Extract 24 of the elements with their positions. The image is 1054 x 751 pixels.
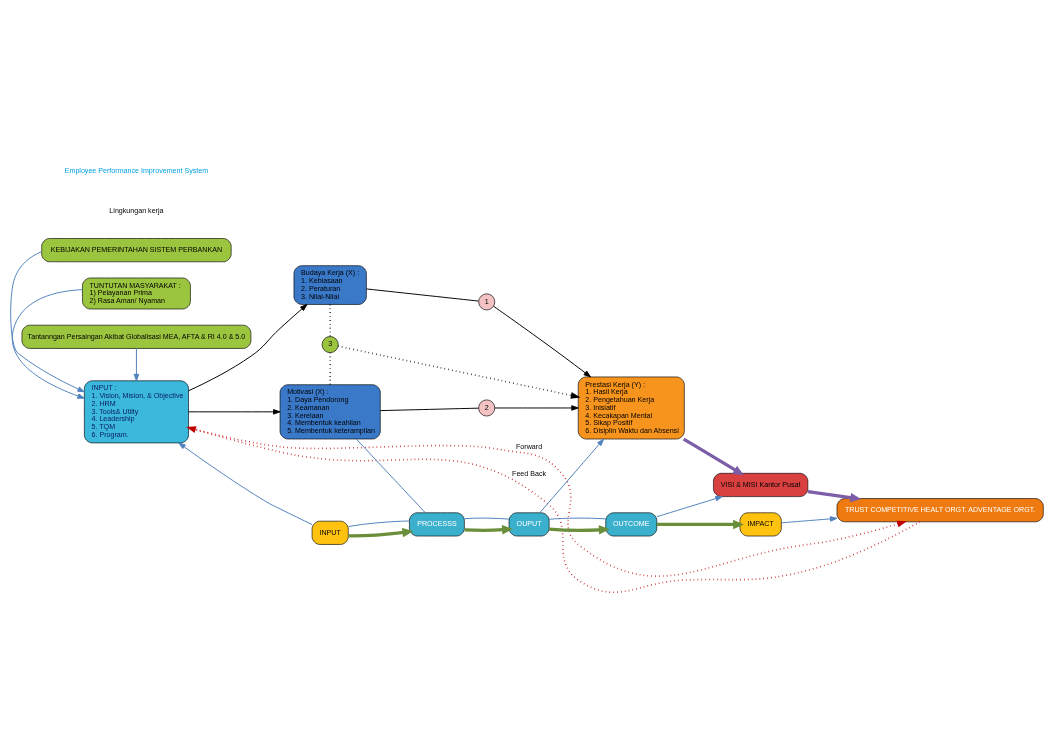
arrow bbox=[539, 438, 605, 513]
arrow bbox=[780, 515, 838, 523]
arrow bbox=[348, 527, 414, 537]
arrow bbox=[10, 250, 85, 392]
arrow bbox=[464, 524, 513, 534]
arrow bbox=[656, 519, 744, 529]
connector bbox=[464, 517, 510, 520]
arrow bbox=[337, 344, 581, 399]
connector bbox=[348, 520, 410, 527]
arrow bbox=[656, 495, 723, 517]
arrow bbox=[549, 524, 610, 535]
connector bbox=[355, 438, 426, 513]
arrow bbox=[188, 408, 281, 415]
arrow bbox=[807, 489, 862, 502]
arrow bbox=[11, 288, 85, 399]
arrow bbox=[178, 442, 313, 525]
arrow bbox=[133, 347, 140, 381]
connector bbox=[379, 407, 479, 411]
connector bbox=[548, 517, 607, 520]
arrow bbox=[493, 305, 591, 377]
arrow bbox=[494, 404, 579, 411]
arrow bbox=[188, 303, 308, 391]
arrow bbox=[682, 437, 744, 475]
connector bbox=[365, 287, 479, 302]
